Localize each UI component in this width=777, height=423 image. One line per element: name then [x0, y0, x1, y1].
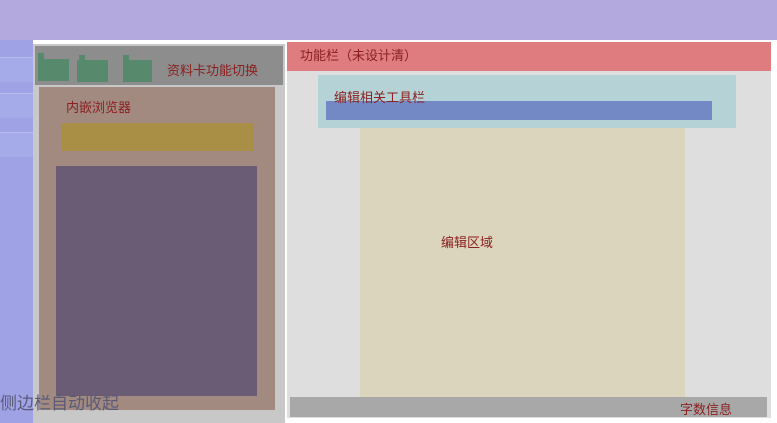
- folder-icon[interactable]: [123, 55, 152, 82]
- edit-toolbar-label: 编辑相关工具栏: [334, 91, 426, 106]
- browser-content-area[interactable]: [56, 166, 257, 396]
- top-header-bar: [0, 0, 777, 40]
- edit-area-label: 编辑区域: [441, 236, 494, 251]
- edit-area[interactable]: [360, 128, 685, 412]
- edit-toolbar-strip[interactable]: [326, 101, 712, 120]
- sidebar-item[interactable]: [0, 93, 33, 118]
- word-count-label: 字数信息: [680, 403, 733, 418]
- sidebar-auto-collapse-label: 侧边栏自动收起: [0, 394, 119, 414]
- browser-address-bar[interactable]: [61, 123, 254, 151]
- folder-icon[interactable]: [38, 53, 69, 82]
- sidebar-item[interactable]: [0, 57, 33, 82]
- resource-tab-bar: [35, 46, 283, 85]
- resource-tab-switch-label: 资料卡功能切换: [167, 64, 259, 79]
- function-bar[interactable]: [287, 42, 771, 71]
- sidebar-item[interactable]: [0, 132, 33, 157]
- word-count-bar: [290, 397, 767, 417]
- folder-icon[interactable]: [77, 55, 108, 82]
- embedded-browser-label: 内嵌浏览器: [66, 101, 132, 116]
- function-bar-label: 功能栏（未设计清）: [300, 49, 418, 64]
